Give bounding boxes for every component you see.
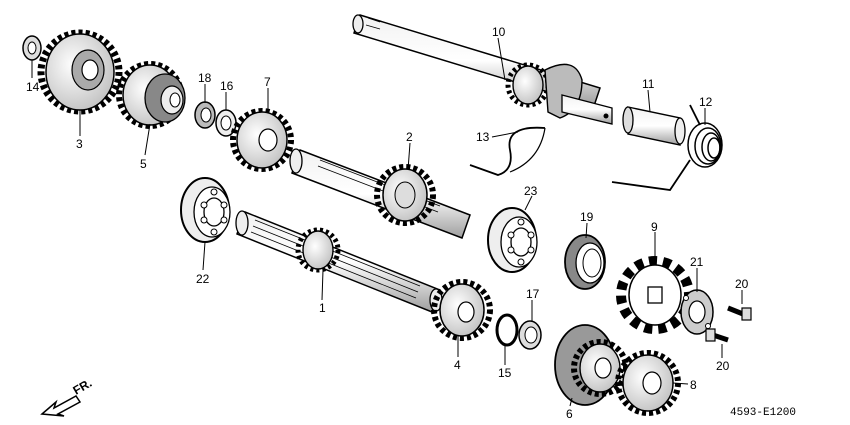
callout-20-lower: 20	[716, 359, 730, 373]
front-direction-label: FR.	[71, 376, 95, 398]
callout-9: 9	[651, 220, 658, 234]
part-22-bearing	[180, 177, 231, 243]
part-7-gear	[230, 108, 294, 172]
callout-2: 2	[406, 130, 413, 144]
part-12-coil-spring	[611, 104, 723, 191]
part-23-bearing	[487, 207, 538, 273]
part-2-countershaft	[289, 148, 471, 239]
part-15-circlip	[495, 313, 519, 347]
callout-15: 15	[498, 366, 512, 380]
callout-22: 22	[196, 272, 210, 286]
part-20-bolt-upper	[727, 305, 752, 321]
part-1-mainshaft	[235, 210, 443, 313]
part-10-kick-spindle	[352, 14, 613, 125]
leader-lines	[31, 37, 743, 407]
front-direction-arrow-icon	[40, 395, 82, 417]
part-8-gear	[615, 350, 681, 416]
callout-10: 10	[492, 25, 506, 39]
callout-18: 18	[198, 71, 212, 85]
part-20-bolt-lower	[705, 328, 729, 343]
part-21-fixing-plate	[680, 289, 714, 335]
part-3-gear	[37, 29, 123, 115]
callout-14: 14	[26, 80, 40, 94]
callout-19: 19	[580, 210, 594, 224]
part-14-washer	[22, 35, 42, 61]
part-17-washer	[518, 320, 542, 350]
callout-21: 21	[690, 255, 704, 269]
callout-20-upper: 20	[735, 277, 749, 291]
part-18-washer	[194, 101, 216, 129]
part-4-gear	[431, 279, 493, 341]
callout-11: 11	[642, 77, 655, 91]
callout-6: 6	[566, 407, 573, 421]
callout-7: 7	[264, 75, 271, 89]
part-11-collar	[622, 106, 686, 146]
diagram-reference-code: 4593-E1200	[730, 407, 796, 419]
callout-16: 16	[220, 79, 234, 93]
part-6-gear	[554, 324, 629, 406]
part-13-spring	[469, 126, 546, 176]
callout-1: 1	[319, 301, 326, 315]
callout-4: 4	[454, 358, 461, 372]
callout-3: 3	[76, 137, 83, 151]
part-5-gear	[116, 61, 186, 129]
callout-17: 17	[526, 287, 540, 301]
part-9-drive-sprocket	[616, 256, 694, 334]
part-19-oil-seal	[564, 234, 606, 290]
callout-12: 12	[699, 95, 713, 109]
callout-23: 23	[524, 184, 538, 198]
callout-8: 8	[690, 378, 697, 392]
callout-5: 5	[140, 157, 147, 171]
callout-13: 13	[476, 130, 490, 144]
